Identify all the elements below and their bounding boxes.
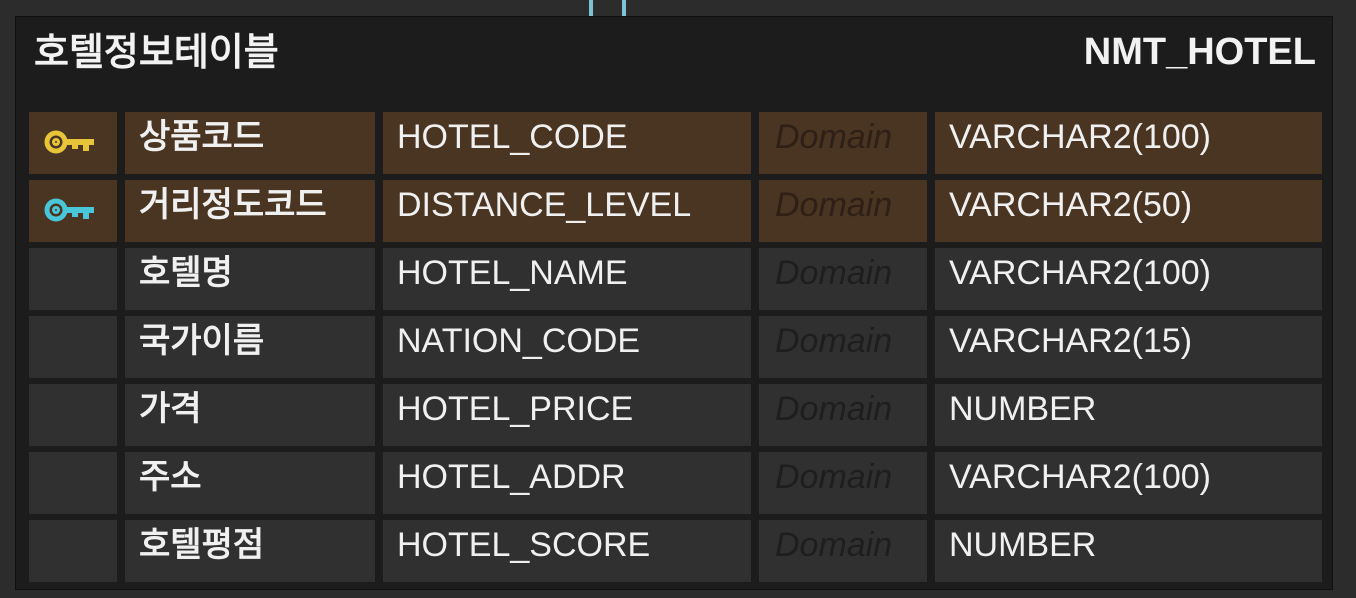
column-datatype: NUMBER [935,520,1322,582]
column-domain: Domain [759,112,927,174]
primary-key-icon [44,130,94,154]
key-cell [29,180,117,242]
column-row[interactable]: 가격 HOTEL_PRICE Domain NUMBER [29,384,1322,446]
primary-foreign-key-icon [44,198,94,222]
column-physical-name: HOTEL_ADDR [383,452,751,514]
key-cell [29,520,117,582]
column-physical-name: HOTEL_SCORE [383,520,751,582]
entity-table[interactable]: 호텔정보테이블 NMT_HOTEL 상품코드 HOTEL_CODE Domain… [15,16,1333,590]
column-physical-name: HOTEL_NAME [383,248,751,310]
column-logical-name: 상품코드 [125,112,375,174]
column-row[interactable]: 상품코드 HOTEL_CODE Domain VARCHAR2(100) [29,112,1322,174]
column-row[interactable]: 주소 HOTEL_ADDR Domain VARCHAR2(100) [29,452,1322,514]
key-cell [29,316,117,378]
column-domain: Domain [759,316,927,378]
key-cell [29,112,117,174]
key-cell [29,248,117,310]
entity-header[interactable]: 호텔정보테이블 NMT_HOTEL [16,17,1332,109]
key-cell [29,452,117,514]
column-row[interactable]: 거리정도코드 DISTANCE_LEVEL Domain VARCHAR2(50… [29,180,1322,242]
column-domain: Domain [759,384,927,446]
column-datatype: VARCHAR2(100) [935,112,1322,174]
column-logical-name: 거리정도코드 [125,180,375,242]
column-datatype: VARCHAR2(15) [935,316,1322,378]
column-domain: Domain [759,180,927,242]
column-logical-name: 호텔명 [125,248,375,310]
column-physical-name: NATION_CODE [383,316,751,378]
column-datatype: VARCHAR2(50) [935,180,1322,242]
column-row[interactable]: 호텔명 HOTEL_NAME Domain VARCHAR2(100) [29,248,1322,310]
column-domain: Domain [759,452,927,514]
relationship-connector-right[interactable] [622,0,626,16]
relationship-connector-left[interactable] [589,0,593,16]
column-logical-name: 가격 [125,384,375,446]
column-domain: Domain [759,520,927,582]
column-logical-name: 국가이름 [125,316,375,378]
column-logical-name: 주소 [125,452,375,514]
column-physical-name: DISTANCE_LEVEL [383,180,751,242]
key-cell [29,384,117,446]
entity-physical-name: NMT_HOTEL [1083,31,1316,73]
column-domain: Domain [759,248,927,310]
column-datatype: VARCHAR2(100) [935,452,1322,514]
entity-logical-name: 호텔정보테이블 [34,30,279,74]
column-datatype: VARCHAR2(100) [935,248,1322,310]
key-shape [44,130,94,154]
column-physical-name: HOTEL_PRICE [383,384,751,446]
column-physical-name: HOTEL_CODE [383,112,751,174]
column-logical-name: 호텔평점 [125,520,375,582]
column-datatype: NUMBER [935,384,1322,446]
column-row[interactable]: 국가이름 NATION_CODE Domain VARCHAR2(15) [29,316,1322,378]
column-row[interactable]: 호텔평점 HOTEL_SCORE Domain NUMBER [29,520,1322,582]
